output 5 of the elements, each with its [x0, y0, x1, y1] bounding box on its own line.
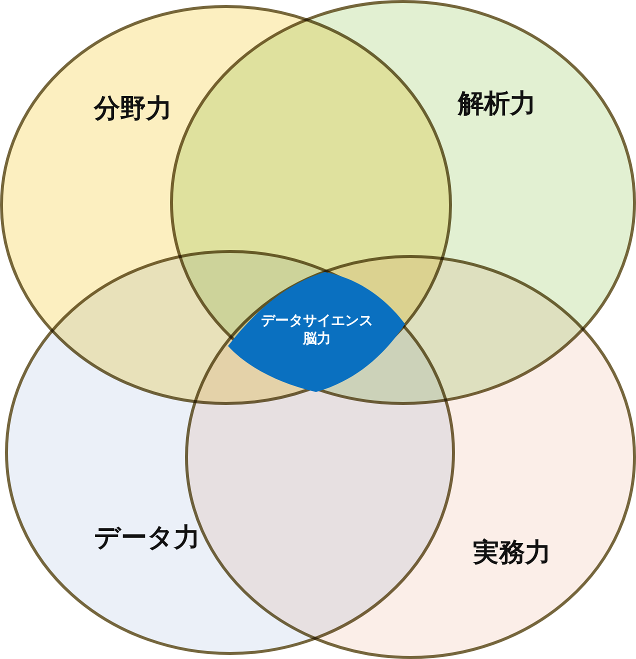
- region-label: 解析力: [456, 88, 537, 121]
- region-label: 分野力: [92, 93, 173, 126]
- region-label: データ力: [93, 522, 201, 555]
- region-label: 実務力: [472, 537, 552, 570]
- region-label: データサイエンス脳力: [260, 312, 374, 348]
